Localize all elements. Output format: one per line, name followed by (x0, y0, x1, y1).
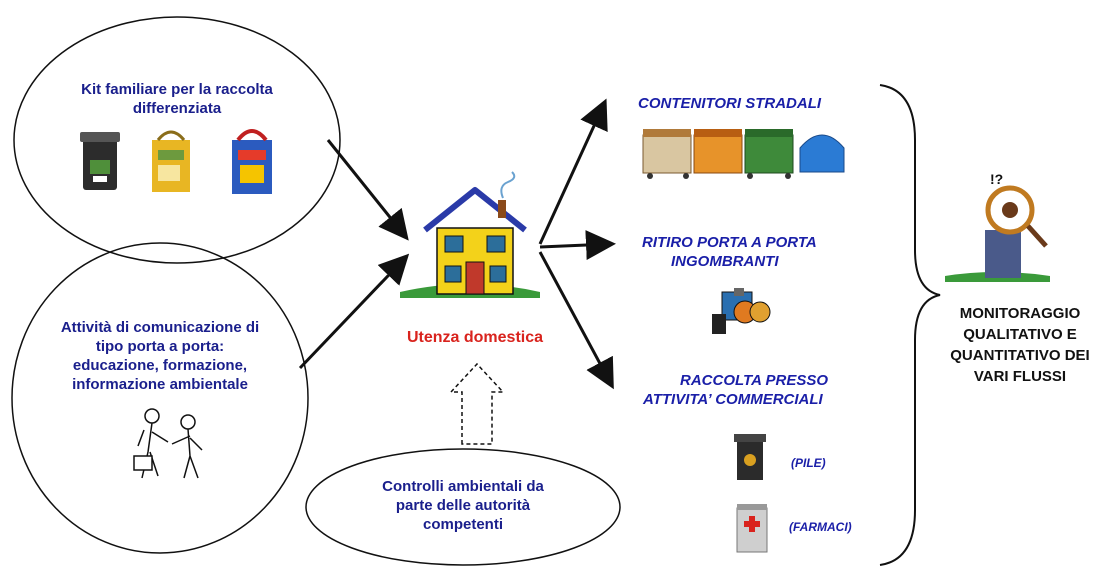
comunicazione-label-line2: tipo porta a porta: (95, 338, 225, 355)
ritiro-label: RITIRO PORTA A PORTA INGOMBRANTI (642, 233, 882, 271)
bin-icon (80, 132, 120, 190)
arrow-comunicazione-to-house (298, 253, 410, 370)
arrow-house-to-contenitori (538, 98, 608, 245)
comunicazione-label-line4: informazione ambientale (72, 376, 248, 393)
arrow-kit-to-house (326, 139, 409, 241)
medicine-bin-icon (736, 504, 768, 553)
kit-label-line2: differenziata (132, 100, 222, 117)
comunicazione-label-line1: Attività di comunicazione di (60, 319, 260, 336)
controlli-label-line3: competenti (422, 516, 503, 533)
svg-text:!?: !? (990, 171, 1003, 187)
plastic-bag-icon (232, 129, 272, 194)
comunicazione-ellipse (11, 242, 309, 554)
monitoraggio-label-line3: QUANTITATIVO DEI (950, 347, 1090, 364)
monitoraggio-label-line2: QUALITATIVO E (963, 326, 1077, 343)
street-containers-icon (642, 129, 845, 179)
kit-ellipse (13, 16, 341, 264)
controlli-label: Controlli ambientali da parte delle auto… (343, 477, 583, 534)
comunicazione-label-line3: educazione, formazione, (72, 357, 248, 374)
utenza-label: Utenza domestica (406, 329, 544, 346)
monitoraggio-label: MONITORAGGIO QUALITATIVO E QUANTITATIVO … (940, 303, 1100, 387)
kit-label-line1: Kit familiare per la raccolta (81, 81, 273, 98)
battery-bin-icon (734, 434, 766, 480)
arrow-house-to-ritiro (539, 230, 616, 261)
kit-label: Kit familiare per la raccolta differenzi… (37, 80, 317, 118)
raccolta-label-line1: RACCOLTA PRESSO (680, 372, 829, 389)
paper-bag-icon (152, 130, 190, 192)
farmaci-label: (FARMACI) (789, 520, 852, 534)
magnifier-man-icon: !? (945, 171, 1050, 282)
raccolta-label-line2: ATTIVITA’ COMMERCIALI (643, 391, 823, 408)
meeting-people-icon (133, 408, 203, 479)
dashed-up-arrow (449, 362, 505, 445)
pile-label: (PILE) (791, 456, 826, 470)
ritiro-label-line2: INGOMBRANTI (671, 253, 779, 270)
monitoraggio-label-line1: MONITORAGGIO (959, 305, 1081, 322)
controlli-label-line1: Controlli ambientali da (382, 478, 544, 495)
right-brace (879, 84, 941, 566)
comunicazione-label: Attività di comunicazione di tipo porta … (20, 318, 300, 394)
bulky-waste-icon (712, 288, 771, 334)
monitoraggio-label-line4: VARI FLUSSI (973, 368, 1067, 385)
contenitori-label: CONTENITORI STRADALI (638, 95, 822, 112)
arrow-house-to-raccolta (538, 251, 614, 390)
house-icon (400, 171, 540, 298)
ritiro-label-line1: RITIRO PORTA A PORTA (642, 234, 817, 251)
controlli-ellipse (305, 448, 621, 566)
controlli-label-line2: parte delle autorità (395, 497, 531, 514)
raccolta-label: RACCOLTA PRESSO ATTIVITA’ COMMERCIALI (643, 371, 883, 409)
